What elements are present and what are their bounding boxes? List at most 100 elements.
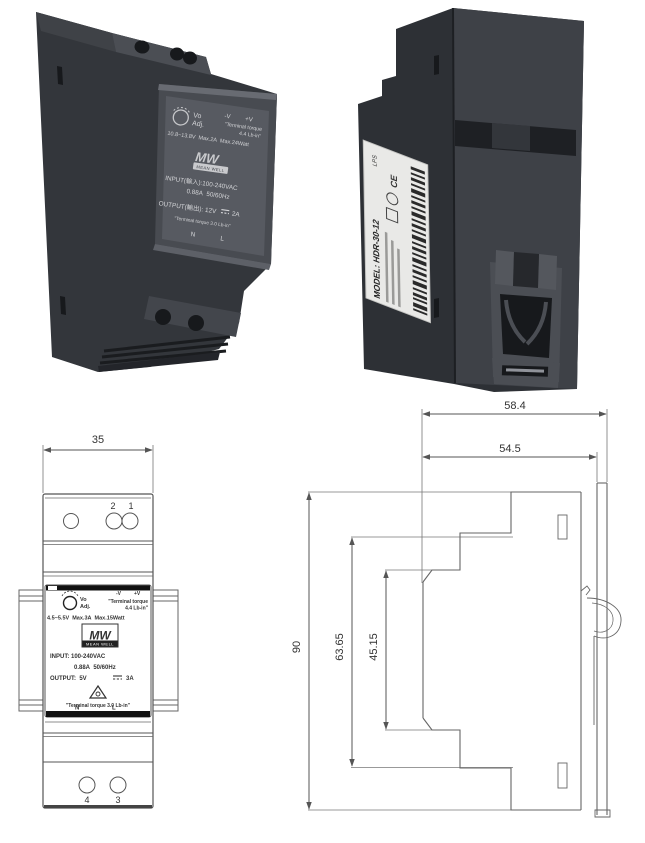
side-slot	[434, 55, 439, 75]
vo-adjust-arc-icon	[173, 107, 190, 113]
front-view-drawing: 35 2 1	[18, 434, 179, 809]
vo-adjust-pot-icon	[62, 595, 78, 611]
top-terminal-hole	[170, 47, 184, 61]
label-top-notch	[48, 586, 57, 590]
side-spec-label: MODEL: HDR-30-12 CE LPS	[362, 139, 431, 324]
case-slot	[557, 514, 568, 540]
mw-logo-letters: MW	[89, 629, 112, 643]
bottom-edge	[44, 805, 152, 808]
mw-logo-bar	[192, 162, 229, 174]
recycle-triangle-icon	[88, 684, 108, 699]
adj-label: Adj.	[192, 120, 205, 129]
vent-fin	[101, 342, 229, 359]
pin2-label: 2	[110, 501, 115, 511]
depth-dimensions: 58.4 54.5	[421, 400, 608, 583]
din-clip-profile	[580, 585, 622, 725]
mw-logo-bar	[82, 640, 118, 647]
label-bottom-bar	[46, 711, 150, 717]
adj-label: Adj.	[80, 604, 91, 610]
minus-v-label: -V	[224, 114, 231, 121]
torque-top-line1: "Terminal torque	[224, 122, 262, 133]
profile-top	[422, 491, 581, 583]
lps-label: LPS	[372, 154, 379, 168]
mw-logo: MW MEAN WELL	[81, 623, 119, 648]
vo-label: Vo	[193, 112, 202, 120]
output-amps: 3A	[126, 676, 134, 682]
case-depth-value: 54.5	[499, 443, 520, 455]
plus-v-label: +V	[245, 117, 253, 124]
front-label-panel: Vo Adj. -V +V "Terminal torque 4.4 Lb-in…	[44, 584, 152, 718]
vo-adjust-arc-icon	[61, 590, 79, 597]
din-rail-clip-icon	[490, 250, 562, 388]
front-photo: Vo Adj. -V +V "Terminal torque 4.4 Lb-in…	[36, 12, 277, 372]
terminal-l-label: L	[112, 706, 116, 712]
cert-mark-icon	[386, 192, 399, 206]
psu-side-profile	[422, 482, 622, 818]
din-rail-tab-left	[18, 589, 44, 712]
vent-fin	[103, 335, 231, 353]
side-slot	[60, 296, 66, 315]
psu-front-device	[36, 12, 277, 372]
barcode-icon	[410, 166, 428, 316]
output-line: OUTPUT: 5V	[50, 676, 87, 682]
fine-print	[397, 248, 401, 308]
mw-logo-letters: MW	[194, 149, 221, 167]
profile-bottom	[422, 717, 581, 811]
rear-flange-foot	[594, 809, 611, 818]
clip-foot-slot-highlight	[505, 368, 545, 373]
mw-logo-name: MEAN WELL	[196, 164, 225, 173]
top-terminal-hole	[121, 512, 139, 530]
model-number-label: MODEL: HDR-30-12	[371, 218, 382, 301]
fine-print	[390, 240, 395, 306]
torque-top-line2: 4.4 Lb-in"	[125, 606, 149, 612]
clip-cavity	[500, 294, 552, 358]
top-terminal-hole	[134, 40, 150, 54]
mw-logo-name: MEAN WELL	[86, 642, 114, 647]
case-slot	[557, 762, 568, 789]
vo-label: Vo	[80, 597, 87, 603]
plus-v-label: +V	[134, 591, 141, 597]
side-slot	[57, 66, 63, 85]
top-terminal-hole	[63, 513, 79, 529]
output-amps: 2A	[231, 211, 240, 219]
rear-photo: MODEL: HDR-30-12 CE LPS	[358, 7, 584, 392]
vent-fin	[99, 349, 227, 365]
side-slot	[434, 298, 439, 318]
input-line2: 0.88A 50/60Hz	[74, 665, 116, 671]
mw-logo: MW MEAN WELL	[192, 149, 229, 174]
bottom-terminal-hole	[188, 315, 204, 331]
dc-symbol-icon	[113, 675, 122, 680]
ratings-label: 4.5~5.5V Max.3A Max.15Watt	[47, 616, 125, 622]
terminal-n-label: N	[75, 706, 79, 712]
din-rail-tab-right	[152, 589, 179, 712]
width-dimension: 35	[42, 434, 154, 493]
terminal-l-label: L	[220, 235, 225, 242]
psu-rear-device: MODEL: HDR-30-12 CE LPS	[358, 7, 584, 392]
width-dim-value: 35	[92, 434, 104, 446]
torque-top-line1: "Terminal torque	[108, 599, 148, 605]
fine-print	[384, 231, 389, 303]
dc-symbol-icon	[220, 208, 230, 215]
vo-adjust-pot-icon	[172, 109, 189, 126]
ce-mark-label: CE	[389, 173, 399, 189]
clip-prong	[538, 254, 557, 290]
terminal-n-label: N	[190, 231, 196, 239]
edge-shadow	[452, 7, 456, 384]
clip-spring-arm	[504, 299, 527, 344]
label-top-bar	[46, 585, 150, 591]
top-left-face	[36, 12, 116, 52]
bottom-terminal-hole	[78, 776, 96, 794]
inner-height-value: 45.15	[368, 633, 380, 661]
height-value: 90	[291, 641, 303, 653]
top-terminal-hole	[105, 512, 123, 530]
torque-top-line2: 4.4 Lb-in"	[239, 131, 262, 140]
vent-base	[98, 352, 220, 372]
pin1-label: 1	[128, 501, 133, 511]
bottom-terminal-hole	[109, 776, 127, 794]
input-line1: INPUT: 100-240VAC	[50, 654, 106, 660]
pin4-label: 4	[84, 795, 89, 805]
torque-bottom-label: "Terminal torque 3.0 Lb-in"	[66, 703, 131, 709]
minus-v-label: -V	[116, 591, 122, 597]
clip-prong	[495, 250, 514, 286]
